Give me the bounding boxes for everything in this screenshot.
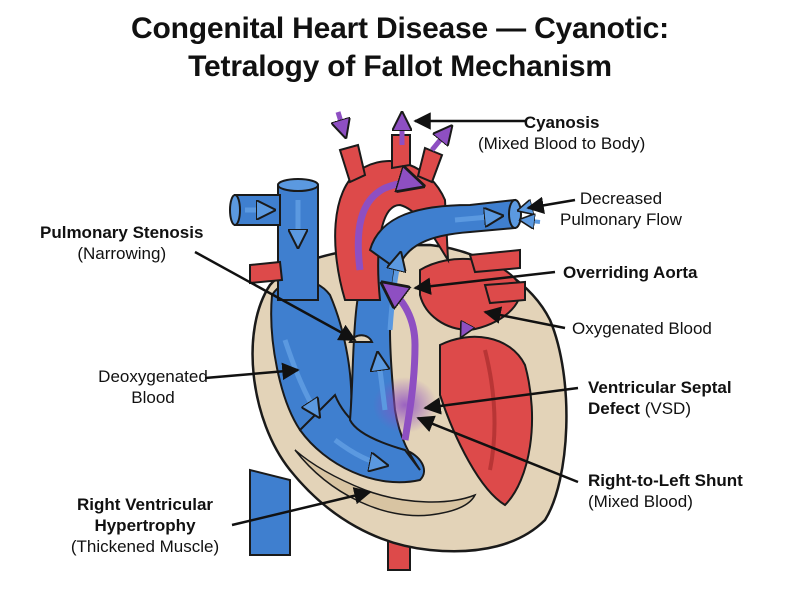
leader-overriding-aorta	[413, 270, 556, 295]
label-oxygenated: Oxygenated Blood	[572, 319, 712, 338]
label-vsd: Ventricular Septal Defect (VSD)	[588, 378, 732, 418]
leader-vsd	[423, 386, 579, 415]
label-deoxygenated: Deoxygenated Blood	[98, 367, 208, 407]
leader-hypertrophy	[231, 487, 372, 527]
title-line-1: Congenital Heart Disease — Cyanotic:	[131, 12, 669, 45]
title-line-2: Tetralogy of Fallot Mechanism	[188, 50, 612, 83]
shunt-arrow	[385, 285, 419, 441]
aorta-mixed-arrow	[354, 183, 420, 271]
leader-shunt	[416, 415, 579, 484]
label-shunt: Right-to-Left Shunt (Mixed Blood)	[588, 471, 743, 511]
aorta	[334, 160, 450, 301]
leader-oxygenated	[483, 306, 566, 330]
hypertrophy-band	[294, 449, 477, 517]
leader-pulmonary-stenosis	[194, 250, 357, 342]
diagram-title: Congenital Heart Disease — Cyanotic: Tet…	[0, 10, 800, 86]
leader-deoxygenated	[204, 362, 300, 381]
label-decreased-flow: Decreased Pulmonary Flow	[560, 189, 682, 229]
left-ventricle	[439, 335, 534, 507]
label-hypertrophy: Right Ventricular Hypertrophy (Thickened…	[70, 495, 220, 556]
label-pulmonary-stenosis: Pulmonary Stenosis (Narrowing)	[40, 223, 204, 263]
leader-decreased-flow	[526, 196, 576, 214]
label-overriding-aorta: Overriding Aorta	[563, 263, 698, 282]
label-cyanosis: Cyanosis (Mixed Blood to Body)	[478, 113, 646, 153]
inferior-vena-cava	[249, 468, 291, 556]
